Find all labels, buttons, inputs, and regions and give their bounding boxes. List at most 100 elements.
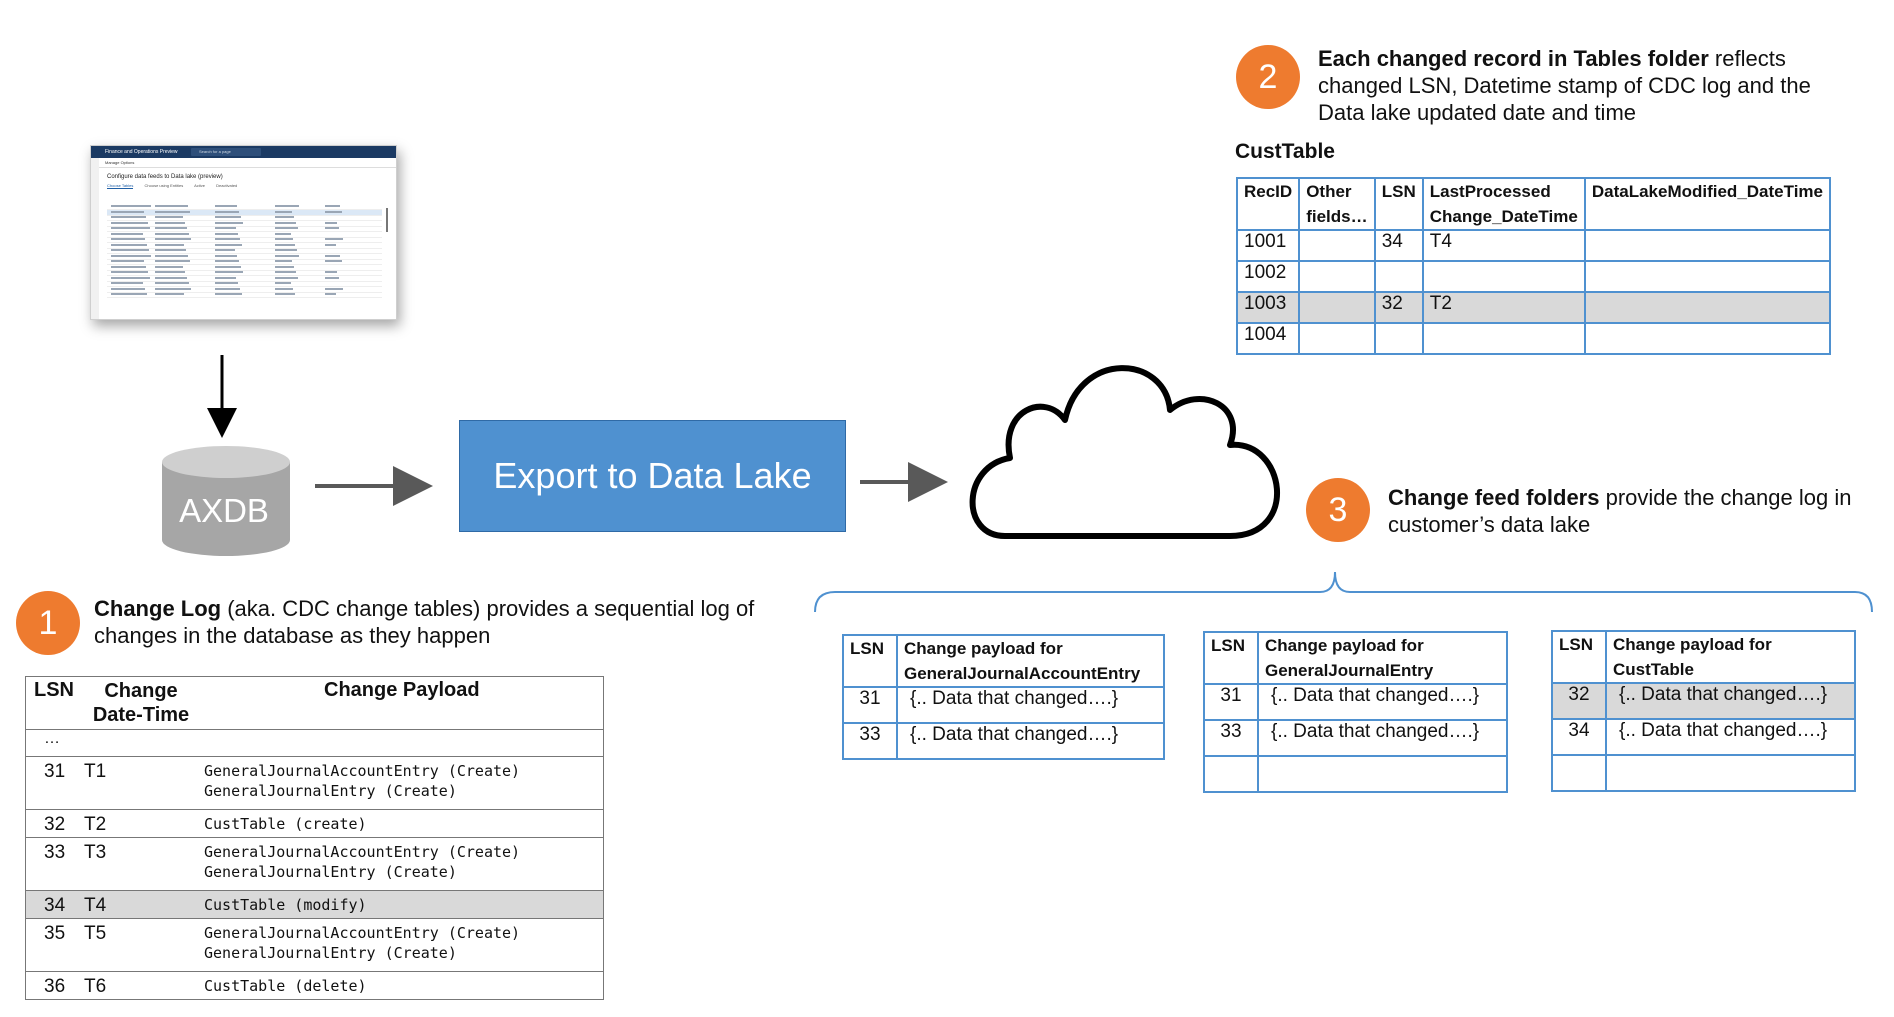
thumbnail-cell	[275, 260, 292, 262]
thumbnail-cell	[155, 271, 185, 273]
thumbnail-cell	[325, 238, 343, 240]
thumbnail-cell	[155, 243, 184, 246]
thumbnail-cell	[155, 287, 191, 290]
thumbnail-row	[107, 276, 382, 282]
lsn-cell: 35	[44, 923, 66, 944]
lsn-cell: 33	[44, 842, 66, 863]
thumbnail-cell	[155, 238, 191, 240]
thumbnail-cell	[155, 276, 187, 279]
thumbnail-tab: Choose Tables	[107, 183, 134, 189]
step-2-text: reflects changed LSN, Datetime stamp of …	[1318, 46, 1811, 125]
thumbnail-row	[107, 237, 382, 243]
thumbnail-cell	[325, 287, 343, 290]
thumbnail-cell	[155, 282, 189, 284]
thumbnail-tab: Choose using Entities	[144, 183, 184, 188]
cust-table-header-row: RecID Other fields… LSN LastProcessed Ch…	[1235, 177, 1832, 231]
table-row: 34{.. Data that changed….}	[1551, 718, 1856, 756]
thumbnail-scrollbar	[386, 208, 388, 232]
thumbnail-cell	[111, 282, 143, 284]
payload-cell: CustTable (modify)	[204, 896, 367, 914]
thumbnail-cell	[215, 265, 241, 268]
payload-cell: {.. Data that changed….}	[896, 686, 1165, 724]
thumbnail-cell	[111, 243, 147, 246]
thumbnail-cell	[215, 254, 237, 257]
thumbnail-row	[107, 226, 382, 232]
thumbnail-cell	[215, 282, 238, 284]
thumbnail-cell	[155, 260, 190, 262]
lsn-cell: 31	[44, 761, 66, 782]
thumbnail-cell	[215, 238, 240, 240]
recid-cell: 1003	[1235, 291, 1301, 324]
thumbnail-cell	[111, 216, 146, 218]
other-fields-cell	[1298, 260, 1376, 293]
thumbnail-cell	[111, 238, 145, 240]
thumbnail-cell	[111, 227, 150, 229]
thumbnail-cell	[111, 221, 148, 224]
thumbnail-row	[107, 248, 382, 254]
lsn-cell: 34	[1373, 229, 1424, 262]
lsn-cell: 34	[44, 895, 66, 916]
step-3-text: provide the change log in customer’s dat…	[1388, 485, 1852, 537]
thumbnail-cell	[215, 260, 239, 262]
thumbnail-cell	[111, 232, 143, 235]
payload-cell: CustTable (create)	[204, 815, 367, 833]
thumbnail-cell	[111, 265, 146, 268]
thumbnail-cell	[155, 293, 184, 295]
thumbnail-cell	[155, 205, 188, 207]
datetime-cell: T5	[84, 923, 107, 944]
lsn-cell	[1203, 755, 1259, 793]
last-processed-cell	[1421, 322, 1586, 355]
lsn-cell	[1373, 260, 1424, 293]
recid-cell: 1004	[1235, 322, 1301, 355]
table-row: 1002	[1235, 260, 1832, 293]
header-change-payload: Change Payload	[324, 679, 480, 701]
lsn-cell	[1551, 754, 1607, 792]
thumbnail-cell	[325, 210, 342, 213]
header-lsn: LSN	[842, 634, 898, 688]
step-2-note: Each changed record in Tables folder ref…	[1318, 45, 1838, 126]
thumbnail-sidebar	[91, 158, 99, 319]
thumbnail-search-placeholder: Search for a page	[199, 149, 231, 154]
thumbnail-cell	[215, 293, 242, 295]
lsn-cell: 31	[842, 686, 898, 724]
thumbnail-tabs: Choose Tables Choose using Entities Acti…	[107, 183, 396, 189]
thumbnail-cell	[111, 276, 150, 279]
payload-cell: GeneralJournalAccountEntry (Create) Gene…	[204, 843, 521, 881]
thumbnail-cell	[155, 227, 187, 229]
step-2-bold: Each changed record in Tables folder	[1318, 46, 1709, 71]
datalake-modified-cell	[1583, 322, 1832, 355]
thumbnail-cell	[155, 216, 183, 218]
thumbnail-cell	[325, 260, 342, 262]
table-row: …	[26, 730, 603, 757]
thumbnail-row	[107, 287, 382, 293]
datetime-cell: T1	[84, 761, 107, 782]
database-cylinder-icon	[162, 446, 290, 556]
thumbnail-cell	[325, 276, 339, 279]
thumbnail-row	[107, 281, 382, 287]
thumbnail-cell	[215, 227, 236, 229]
header-datalake-modified: DataLakeModified_DateTime	[1583, 177, 1832, 231]
payload-cell: {.. Data that changed….}	[1257, 719, 1508, 757]
payload-cell: GeneralJournalAccountEntry (Create) Gene…	[204, 762, 521, 800]
thumbnail-app-title: Finance and Operations Preview	[105, 149, 178, 155]
table-row: 33{.. Data that changed….}	[1203, 719, 1508, 757]
change-log-header: LSN Change Date-Time Change Payload	[26, 677, 603, 730]
cust-table-title: CustTable	[1235, 140, 1335, 163]
table-row: 33{.. Data that changed….}	[842, 722, 1165, 760]
thumbnail-cell	[215, 210, 239, 213]
header-change-payload: Change payload for CustTable	[1605, 630, 1856, 684]
last-processed-cell: T4	[1421, 229, 1586, 262]
thumbnail-row	[107, 265, 382, 271]
thumbnail-cell	[215, 243, 242, 246]
header-change-datetime: Change Date-Time	[92, 680, 190, 726]
